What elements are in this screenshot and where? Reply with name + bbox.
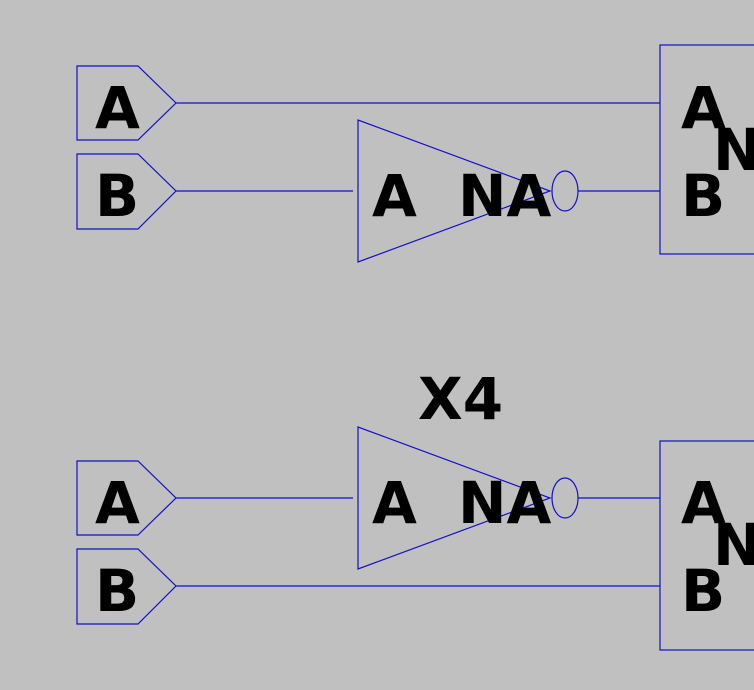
top-inverter-out-label: NA	[458, 162, 552, 230]
bottom-port-b[interactable]	[76, 548, 177, 625]
bottom-inverter[interactable]	[357, 426, 552, 570]
bottom-port-a[interactable]	[76, 460, 177, 536]
top-port-a-label: A	[95, 74, 140, 142]
bottom-inverter-out-label: NA	[458, 469, 552, 537]
top-gate-fragment-label: N	[713, 116, 754, 184]
bottom-inverter-in-label: A	[372, 469, 417, 537]
top-gate-in-b-label: B	[681, 162, 725, 230]
bottom-gate-fragment-label: N	[713, 511, 754, 579]
top-port-b-label: B	[95, 162, 139, 230]
top-port-a[interactable]	[76, 65, 177, 141]
top-port-b[interactable]	[76, 153, 177, 230]
bottom-port-b-label: B	[95, 557, 139, 625]
top-inverter-in-label: A	[372, 162, 417, 230]
bottom-port-a-label: A	[95, 469, 140, 537]
bottom-gate-in-b-label: B	[681, 557, 725, 625]
bottom-gate-box[interactable]	[659, 440, 754, 651]
top-gate-in-a-label: A	[681, 74, 726, 142]
top-gate-box[interactable]	[659, 44, 754, 255]
top-inverter-bubble	[551, 170, 579, 212]
top-inverter[interactable]	[357, 119, 552, 263]
top-circuit: A B A NA A N B	[76, 44, 754, 263]
instance-label: X4	[418, 365, 503, 433]
bottom-gate-in-a-label: A	[681, 469, 726, 537]
bottom-inverter-bubble	[551, 477, 579, 519]
bottom-circuit: A B A NA A N B	[76, 426, 754, 651]
